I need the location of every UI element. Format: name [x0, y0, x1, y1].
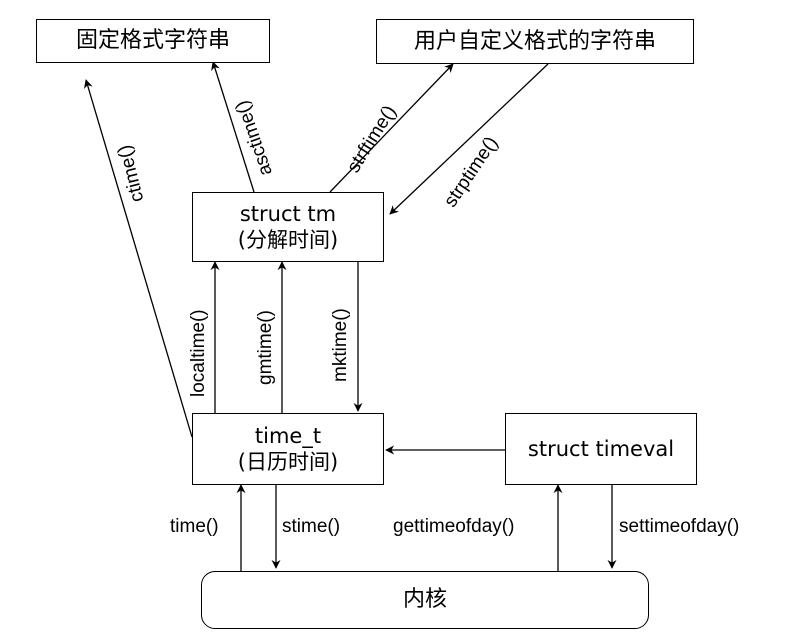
- kernel-label: 内核: [402, 587, 447, 613]
- struct-tm-title: struct tm: [239, 201, 337, 226]
- strftime-arrow: [329, 63, 454, 193]
- stime-label: stime(): [282, 516, 341, 537]
- mktime-label: mktime(): [330, 308, 351, 382]
- strptime-arrow: [389, 63, 549, 215]
- kernel-box: 内核: [201, 571, 649, 629]
- gettimeofday-label: gettimeofday(): [393, 516, 515, 537]
- fixed-format-string-box: 固定格式字符串: [36, 19, 270, 63]
- gmtime-label: gmtime(): [255, 310, 276, 385]
- fixed-format-string-label: 固定格式字符串: [75, 28, 230, 54]
- time_t-title: time_t: [254, 423, 322, 448]
- asctime-arrow: [211, 61, 255, 193]
- struct-timeval-box: struct timeval: [505, 413, 697, 485]
- struct-tm-box: struct tm (分解时间): [192, 192, 384, 262]
- custom-format-string-label: 用户自定义格式的字符串: [413, 28, 656, 54]
- ctime-arrow: [83, 79, 193, 438]
- struct-tm-subtitle: (分解时间): [237, 228, 339, 252]
- localtime-label: localtime(): [188, 309, 209, 397]
- struct-timeval-label: struct timeval: [527, 436, 675, 461]
- time_t-subtitle: (日历时间): [237, 450, 339, 474]
- time_t-box: time_t (日历时间): [192, 413, 384, 485]
- custom-format-string-box: 用户自定义格式的字符串: [376, 19, 694, 64]
- settimeofday-label: settimeofday(): [619, 516, 740, 537]
- time-label: time(): [170, 516, 219, 537]
